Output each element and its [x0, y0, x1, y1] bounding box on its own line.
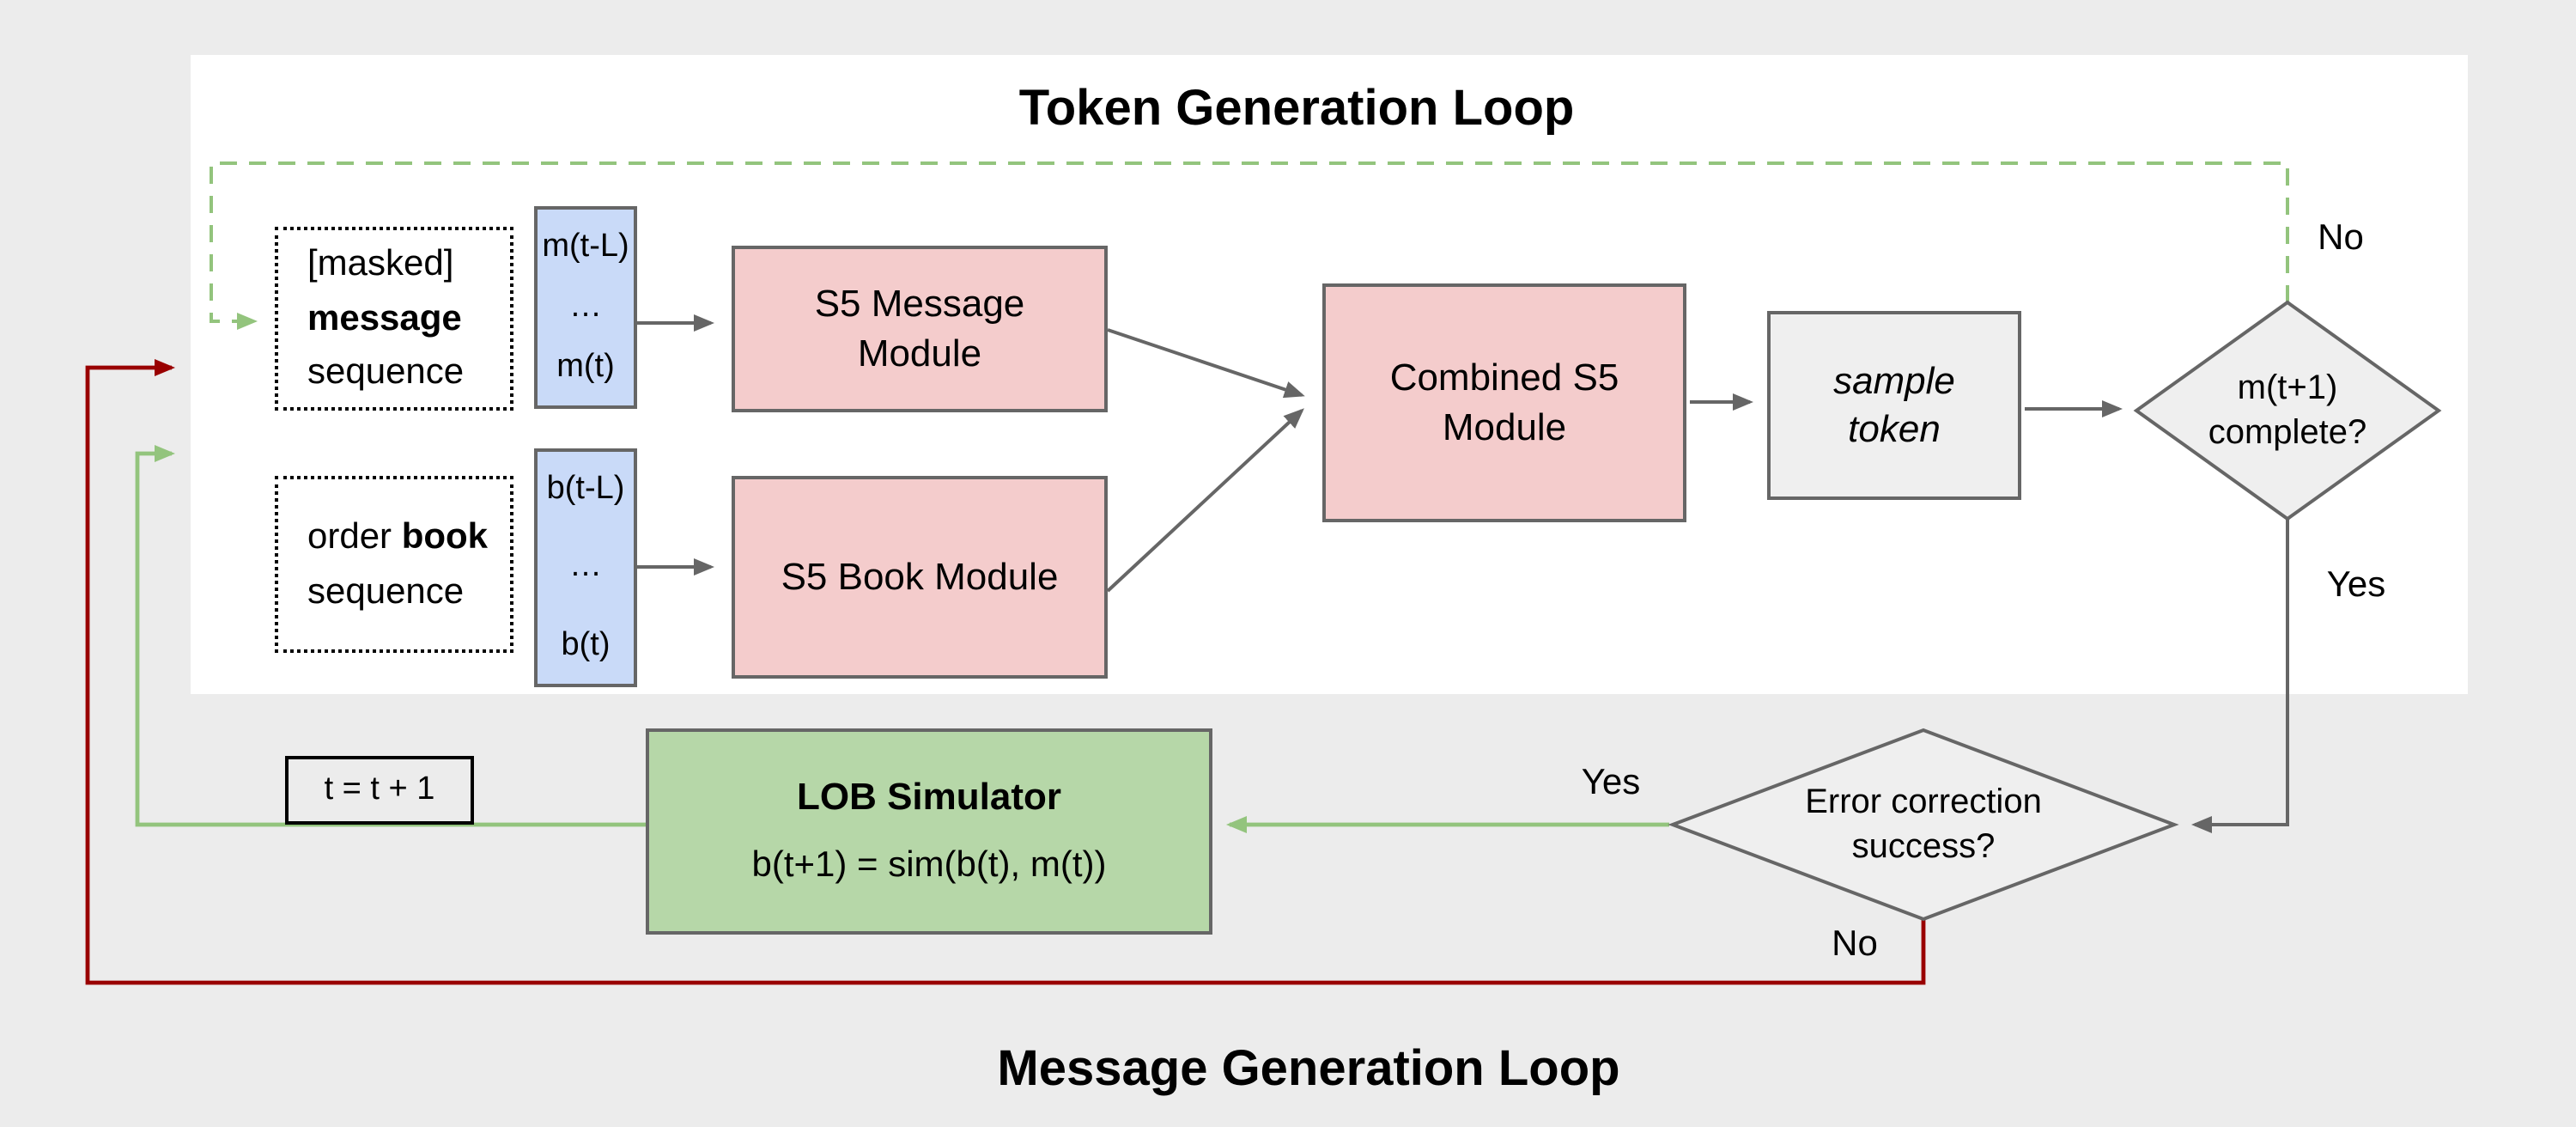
message-token-stack: m(t-L) … m(t) [534, 206, 637, 409]
yes-token-complete-label: Yes [2326, 565, 2386, 605]
masked-message-sequence-box: [masked] message sequence [275, 227, 513, 411]
book-update-feedback-arrow [135, 445, 646, 827]
time-increment-box: t = t + 1 [285, 756, 474, 825]
m-complete-decision-diamond [2133, 300, 2442, 521]
book-module-to-combined-arrow [1106, 408, 1304, 593]
lob-simulator-title: LOB Simulator [796, 774, 1061, 818]
book-stack-bottom: b(t) [561, 626, 611, 663]
order-book-sequence-box: order book sequence [275, 476, 513, 653]
message-stack-top: m(t-L) [542, 228, 629, 265]
decision-yes-to-error-check-arrow [2191, 519, 2289, 833]
error-correction-decision-diamond [1668, 728, 2179, 922]
order-book-label: order book [307, 510, 488, 564]
no-token-loop-label: No [2318, 218, 2364, 258]
message-module-to-combined-arrow [1107, 328, 1305, 399]
book-token-stack: b(t-L) … b(t) [534, 448, 637, 687]
sequence-label: sequence [307, 352, 465, 393]
combined-s5-module-box: Combined S5 Module [1322, 283, 1686, 522]
order-label: order [307, 517, 402, 557]
token-loop-title: Token Generation Loop [1018, 82, 1575, 137]
sample-token-box: sample token [1767, 311, 2021, 500]
s5-book-module-box: S5 Book Module [732, 476, 1108, 679]
book-label: book [401, 517, 489, 557]
s5-message-module-box: S5 Message Module [732, 246, 1108, 412]
message-label: message [307, 298, 462, 338]
message-loop-title: Message Generation Loop [997, 1042, 1620, 1097]
error-correction-decision-label: Error correction success? [1805, 783, 2042, 866]
message-stack-bottom: m(t) [556, 348, 615, 385]
lob-simulator-formula: b(t+1) = sim(b(t), m(t)) [751, 845, 1107, 886]
yes-error-correction-label: Yes [1581, 763, 1641, 802]
book-sequence-label: sequence [307, 571, 465, 611]
book-stack-ellipsis: … [569, 548, 602, 585]
message-stack-ellipsis: … [569, 288, 602, 325]
book-stack-top: b(t-L) [546, 471, 625, 507]
token-loop-feedback-arrow [210, 161, 2289, 330]
lob-simulator-box: LOB Simulator b(t+1) = sim(b(t), m(t)) [646, 728, 1212, 935]
m-complete-decision-label: m(t+1) complete? [2208, 369, 2367, 452]
masked-label: [masked] [307, 244, 454, 284]
error-retry-feedback-arrow [85, 359, 1926, 985]
no-error-correction-label: No [1832, 924, 1878, 964]
